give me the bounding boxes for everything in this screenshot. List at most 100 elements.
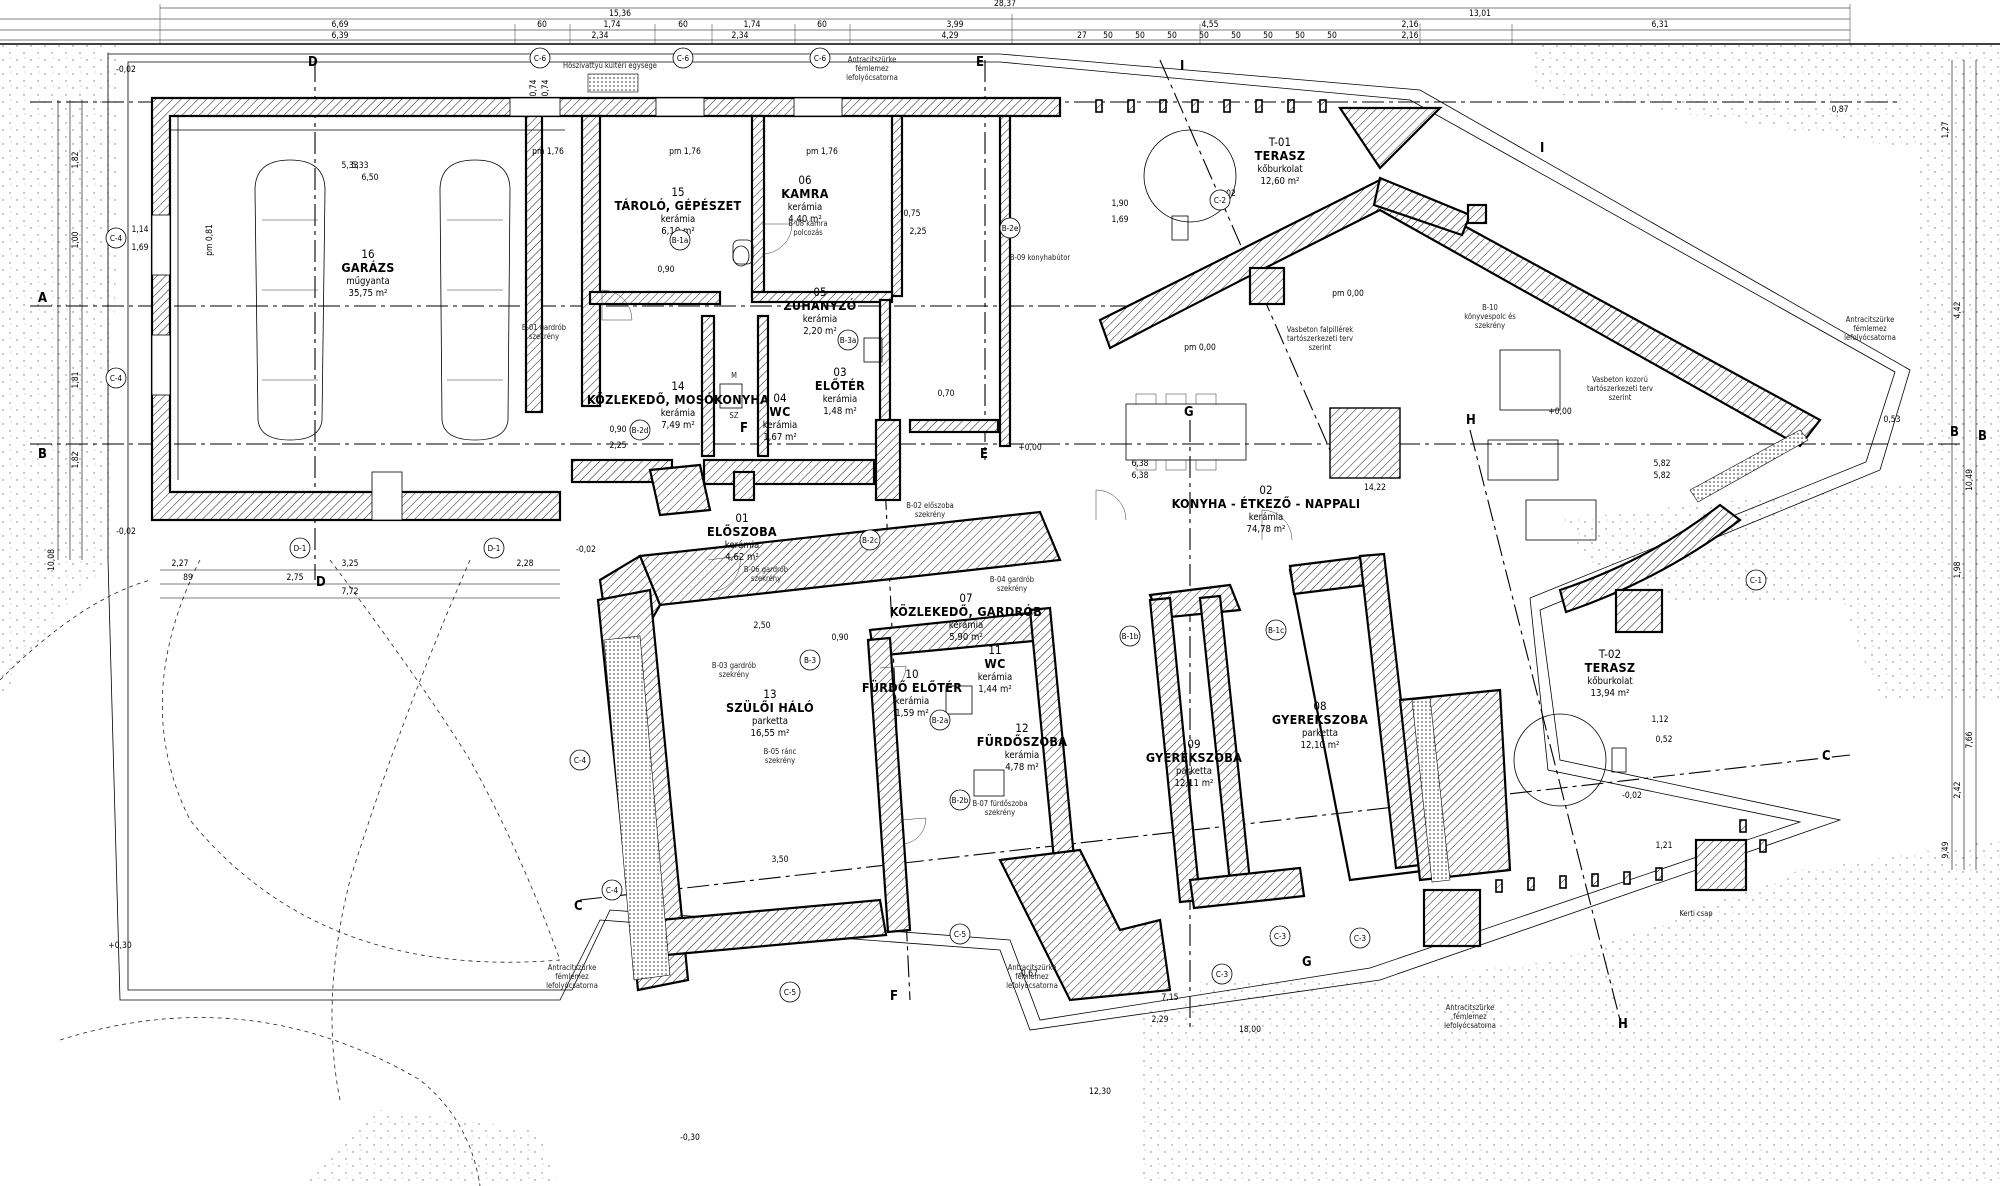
svg-text:6,31: 6,31	[1651, 20, 1668, 30]
svg-text:1,90: 1,90	[1111, 199, 1128, 209]
svg-text:10: 10	[905, 667, 918, 681]
svg-text:Vasbeton kozorú: Vasbeton kozorú	[1592, 375, 1648, 384]
svg-text:2,50: 2,50	[753, 621, 770, 631]
svg-text:G: G	[1184, 405, 1194, 420]
svg-text:6,39: 6,39	[331, 31, 348, 41]
svg-text:27: 27	[1077, 31, 1087, 41]
section-markers: A B B B C C D D E E F F G G H H I I	[38, 55, 1987, 1032]
svg-text:kerámia: kerámia	[661, 214, 696, 225]
svg-text:7,49 m²: 7,49 m²	[661, 420, 695, 431]
inner-dimensions: 5,33 6,50 pm 1,76 pm 1,76 pm 1,76 0,74 0…	[108, 65, 1900, 1143]
svg-text:0,90: 0,90	[657, 265, 674, 275]
room-vestibule: 03 ELŐTÉR kerámia 1,48 m²	[815, 365, 865, 417]
svg-text:parketta: parketta	[1176, 766, 1212, 777]
svg-text:2,42: 2,42	[1953, 781, 1963, 798]
svg-text:TERASZ: TERASZ	[1255, 148, 1306, 163]
svg-text:09: 09	[1187, 737, 1200, 751]
svg-text:B-09 konyhabútor: B-09 konyhabútor	[1010, 253, 1071, 262]
svg-text:16,55 m²: 16,55 m²	[751, 728, 790, 739]
room-shower: 05 ZUHANYZÓ kerámia 2,20 m²	[783, 285, 856, 337]
svg-text:pm 1,76: pm 1,76	[806, 147, 838, 157]
svg-text:-0,67: -0,67	[1018, 969, 1038, 979]
svg-text:11: 11	[988, 643, 1001, 657]
svg-text:5,90 m²: 5,90 m²	[949, 632, 983, 643]
svg-text:50: 50	[1199, 31, 1209, 41]
svg-text:B-01 gardrób: B-01 gardrób	[522, 323, 566, 332]
svg-text:pm 1,76: pm 1,76	[669, 147, 701, 157]
svg-text:Antracitszürke: Antracitszürke	[848, 55, 897, 64]
svg-text:7,72: 7,72	[341, 587, 358, 597]
svg-text:13: 13	[763, 687, 776, 701]
svg-text:4,29: 4,29	[941, 31, 958, 41]
room-entrance-hall: 01 ELŐSZOBA kerámia 4,62 m²	[707, 511, 777, 563]
svg-text:SZÜLŐI HÁLÓ: SZÜLŐI HÁLÓ	[726, 700, 814, 715]
svg-text:FÜRDŐSZOBA: FÜRDŐSZOBA	[977, 734, 1067, 749]
svg-text:E: E	[980, 447, 988, 462]
svg-text:50: 50	[1103, 31, 1113, 41]
svg-text:Kerti csap: Kerti csap	[1679, 909, 1712, 918]
svg-text:D-1: D-1	[488, 544, 501, 553]
svg-text:I: I	[1540, 141, 1544, 156]
svg-text:9,49: 9,49	[1941, 841, 1951, 858]
svg-text:Vasbeton falpillérek: Vasbeton falpillérek	[1287, 325, 1354, 334]
svg-text:B-1c: B-1c	[1268, 626, 1284, 635]
svg-text:szekrény: szekrény	[765, 756, 795, 765]
svg-text:03: 03	[833, 365, 846, 379]
svg-text:0,90: 0,90	[609, 425, 626, 435]
svg-text:Antracitszürke: Antracitszürke	[548, 963, 597, 972]
svg-text:14,22: 14,22	[1364, 483, 1386, 493]
svg-text:50: 50	[1231, 31, 1241, 41]
svg-text:C: C	[1822, 749, 1831, 764]
svg-text:szekrény: szekrény	[997, 584, 1027, 593]
svg-text:60: 60	[678, 20, 688, 30]
svg-text:I: I	[1180, 59, 1184, 74]
svg-text:0,75: 0,75	[903, 209, 920, 219]
svg-text:5,82: 5,82	[1653, 471, 1670, 481]
svg-text:WC: WC	[984, 656, 1005, 671]
svg-text:12,10 m²: 12,10 m²	[1301, 740, 1340, 751]
svg-text:B-2c: B-2c	[862, 536, 878, 545]
svg-text:KÖZLEKEDŐ, GARDRÓB: KÖZLEKEDŐ, GARDRÓB	[890, 604, 1042, 619]
terrace-slats	[1095, 99, 1767, 893]
svg-text:1,82: 1,82	[71, 451, 81, 468]
svg-text:kerámia: kerámia	[895, 696, 930, 707]
svg-text:GYEREKSZOBA: GYEREKSZOBA	[1146, 750, 1242, 765]
svg-text:szekrény: szekrény	[985, 808, 1015, 817]
svg-text:T-01: T-01	[1268, 135, 1291, 149]
terrain	[0, 40, 2000, 1186]
svg-text:C-1: C-1	[1750, 576, 1762, 585]
svg-text:+0,00: +0,00	[1018, 443, 1042, 453]
svg-text:B-05 ránc: B-05 ránc	[764, 747, 797, 756]
svg-text:12,30: 12,30	[1089, 1087, 1111, 1097]
annotations: Hőszivattyú kültéri egysége Antracitszür…	[522, 55, 1896, 1030]
svg-text:D: D	[308, 55, 318, 70]
svg-text:T-02: T-02	[1598, 647, 1621, 661]
svg-text:01: 01	[735, 511, 748, 525]
svg-text:1,12: 1,12	[1651, 715, 1668, 725]
svg-text:2,34: 2,34	[731, 31, 748, 41]
svg-text:1,69: 1,69	[131, 243, 148, 253]
element-tags: C-6 C-6 C-6 C-4 C-4 C-4 C-4 C-5 C-5 C-3 …	[105, 47, 1767, 1003]
svg-text:tartószerkezeti terv: tartószerkezeti terv	[1287, 334, 1353, 343]
svg-text:4,78 m²: 4,78 m²	[1005, 762, 1039, 773]
svg-text:2,25: 2,25	[909, 227, 926, 237]
room-terrace-2: T-02 TERASZ kőburkolat 13,94 m²	[1585, 647, 1635, 699]
roof-outline	[107, 53, 1911, 1031]
svg-text:lefolyócsatorna: lefolyócsatorna	[846, 73, 898, 82]
svg-text:szekrény: szekrény	[719, 670, 749, 679]
svg-text:08: 08	[1313, 699, 1326, 713]
svg-text:1,67 m²: 1,67 m²	[763, 432, 797, 443]
svg-text:FÜRDŐ ELŐTÉR: FÜRDŐ ELŐTÉR	[862, 680, 962, 695]
room-living: 02 KONYHA - ÉTKEZŐ - NAPPALI kerámia 74,…	[1172, 483, 1361, 535]
svg-text:C-3: C-3	[1354, 934, 1366, 943]
svg-text:C-4: C-4	[110, 374, 123, 383]
svg-text:4,62 m²: 4,62 m²	[725, 552, 759, 563]
svg-text:3,50: 3,50	[771, 855, 788, 865]
svg-text:05: 05	[813, 285, 826, 299]
svg-text:fémlemez: fémlemez	[855, 64, 889, 73]
svg-text:Antracitszürke: Antracitszürke	[1008, 963, 1057, 972]
svg-text:50: 50	[1263, 31, 1273, 41]
svg-text:H: H	[1466, 413, 1476, 428]
svg-text:-0,02: -0,02	[116, 65, 136, 75]
svg-text:2,28: 2,28	[516, 559, 533, 569]
